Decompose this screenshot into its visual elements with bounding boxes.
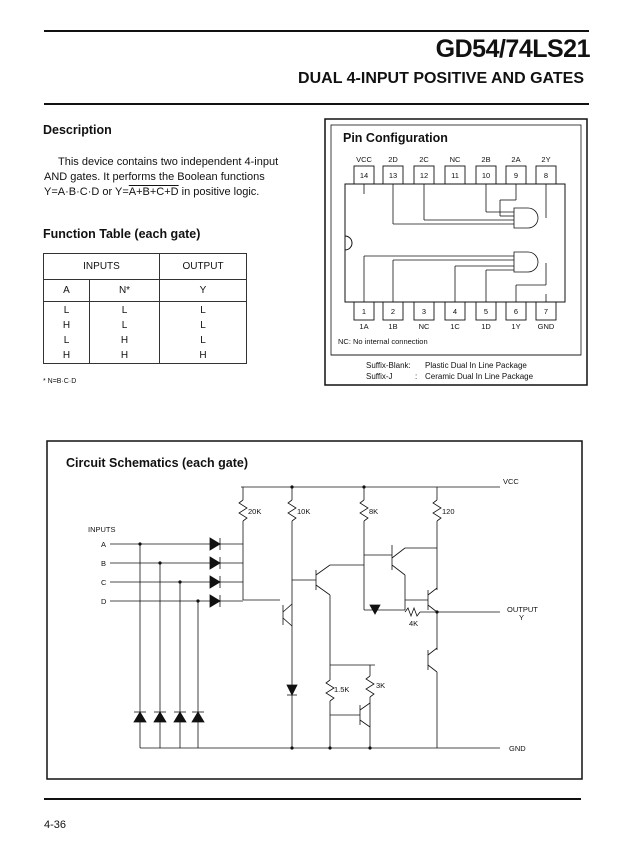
inputs-label: INPUTS [88, 525, 116, 534]
description-line-1: This device contains two independent 4-i… [58, 156, 279, 168]
table-cell: L [121, 319, 128, 331]
output-y-label: Y [519, 613, 524, 622]
page-subtitle: DUAL 4-INPUT POSITIVE AND GATES [298, 70, 584, 87]
resistor-8k-label: 8K [369, 507, 378, 516]
table-cell: L [200, 334, 206, 346]
column-a-values: L H L H [43, 301, 90, 364]
pin-label-nc-bottom: NC [419, 322, 430, 331]
input-d-label: D [101, 597, 107, 606]
table-cell: L [200, 319, 206, 331]
pin-label-1c: 1C [450, 322, 460, 331]
pin-label-1a: 1A [359, 322, 368, 331]
page-number: 4-36 [44, 819, 67, 831]
top-pin-numbers: 14 13 12 11 10 9 8 [360, 171, 548, 180]
pin-4: 4 [453, 307, 457, 316]
pin-10: 10 [482, 171, 490, 180]
pin-13: 13 [389, 171, 397, 180]
resistor-10k-label: 10K [297, 507, 310, 516]
pin-label-gnd: GND [538, 322, 555, 331]
pin-6: 6 [514, 307, 518, 316]
suffix-blank-value: Plastic Dual In Line Package [425, 361, 527, 370]
column-n-values: L L H H [89, 301, 160, 364]
pin-label-nc-top: NC [450, 155, 461, 164]
pin-label-vcc: VCC [356, 155, 372, 164]
table-cell: H [62, 349, 71, 361]
circuit-schematic-figure: Circuit Schematics (each gate) [46, 440, 583, 780]
table-cell: L [63, 304, 70, 316]
description-line-3: Y=A·B·C·D or Y=A+B+C+D in positive logic… [44, 186, 260, 198]
output-label: OUTPUT [507, 605, 538, 614]
header-rule [44, 30, 589, 32]
nc-note: NC: No internal connection [338, 337, 428, 346]
header-bottom-rule [44, 103, 589, 105]
pin-7: 7 [544, 307, 548, 316]
description-text: This device contains two independent 4-i… [44, 155, 314, 200]
pin-label-2y: 2Y [541, 155, 550, 164]
pin-2: 2 [391, 307, 395, 316]
bottom-pin-labels: 1A 1B NC 1C 1D 1Y GND [359, 322, 555, 331]
resistor-4k-label: 4K [409, 619, 418, 628]
svg-text::: : [415, 372, 417, 381]
pin-label-1d: 1D [481, 322, 491, 331]
pin-1: 1 [362, 307, 366, 316]
function-table: INPUTS OUTPUT A N* Y L H L H L L H H L L… [43, 253, 247, 364]
vcc-label: VCC [503, 477, 519, 486]
description-heading: Description [43, 123, 112, 137]
pin-9: 9 [514, 171, 518, 180]
function-table-heading: Function Table (each gate) [43, 227, 201, 241]
suffix-blank-label: Suffix-Blank: [366, 361, 411, 370]
boolean-overline-expression: A+B+C+D [128, 186, 179, 198]
pin-11: 11 [451, 171, 459, 180]
resistor-120-label: 120 [442, 507, 455, 516]
input-c-label: C [101, 578, 107, 587]
pin-label-2a: 2A [511, 155, 520, 164]
resistor-3k-label: 3K [376, 681, 385, 690]
pin-8: 8 [544, 171, 548, 180]
table-cell: H [120, 334, 129, 346]
table-cell: H [120, 349, 129, 361]
description-line-2: AND gates. It performs the Boolean funct… [44, 171, 265, 183]
input-b-label: B [101, 559, 106, 568]
pin-3: 3 [422, 307, 426, 316]
gnd-label: GND [509, 744, 526, 753]
table-cell: H [62, 319, 71, 331]
suffix-j-label: Suffix-J [366, 372, 393, 381]
function-table-footnote: * N=B·C·D [43, 378, 77, 385]
pin-12: 12 [420, 171, 428, 180]
top-pin-labels: VCC 2D 2C NC 2B 2A 2Y [356, 155, 551, 164]
pin-config-heading: Pin Configuration [343, 131, 448, 145]
pin-label-1b: 1B [388, 322, 397, 331]
footer-rule [44, 798, 581, 800]
output-group-header: OUTPUT [159, 253, 247, 280]
table-cell: L [63, 334, 70, 346]
resistor-20k-label: 20K [248, 507, 261, 516]
pin-configuration-figure: Pin Configuration VCC 2D 2C NC 2B 2A 2Y … [324, 118, 588, 386]
table-cell: L [200, 304, 206, 316]
schematic-heading: Circuit Schematics (each gate) [66, 456, 248, 470]
pin-label-2b: 2B [481, 155, 490, 164]
column-y-values: L L L H [159, 301, 247, 364]
part-number-title: GD54/74LS21 [435, 35, 591, 63]
bottom-pin-numbers: 1 2 3 4 5 6 7 [362, 307, 548, 316]
pin-label-2c: 2C [419, 155, 429, 164]
bottom-pins [353, 301, 557, 321]
table-cell: L [121, 304, 128, 316]
resistor-1-5k-label: 1.5K [334, 685, 349, 694]
pin-5: 5 [484, 307, 488, 316]
pin-label-1y: 1Y [511, 322, 520, 331]
suffix-j-value: Ceramic Dual In Line Package [425, 372, 534, 381]
pin-label-2d: 2D [388, 155, 398, 164]
pin-14: 14 [360, 171, 368, 180]
table-cell: H [199, 349, 207, 361]
input-a-label: A [101, 540, 106, 549]
